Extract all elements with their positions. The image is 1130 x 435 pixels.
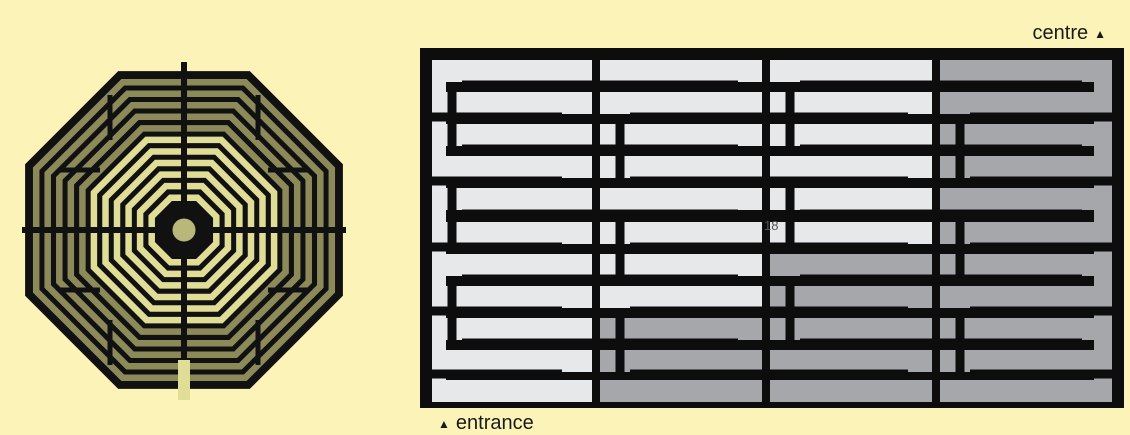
maze-path-strip [432,156,592,178]
maze-path-strip [432,254,592,276]
step-number-label: 18 [764,218,779,233]
maze-path-strip [432,350,592,372]
octagon-ring [79,125,289,335]
labyrinth-centre-disc [169,215,199,245]
maze-path-strip [940,380,1112,402]
maze-path-strip [600,124,768,146]
maze-path-strip [940,92,1112,114]
triangle-marker-icon: ▲ [1094,26,1106,41]
maze-paths [432,60,1112,402]
maze-path-strip [432,286,592,308]
maze-path-strip [770,350,938,372]
maze-path-strip [940,156,1112,178]
maze-path-strip [600,380,768,402]
octagon-ring [125,171,243,289]
maze-path-strip [940,188,1112,210]
maze-path-strip [770,124,938,146]
centre-text: centre [1032,22,1089,44]
maze-left-channel [432,60,446,402]
octagon-path-breaks [22,62,346,400]
entrance-label: ▲ entrance [432,412,534,435]
octagon-ring [90,136,278,324]
maze-path-strip [940,222,1112,244]
maze-inner-walls [432,56,1112,402]
octagon-ring [136,182,232,278]
maze-path-strip [432,380,592,402]
maze-path-strip [770,286,938,308]
maze-path-strip [770,222,938,244]
maze-path-strip [432,60,592,82]
octagon-ring [56,102,312,358]
maze-path-strip [600,254,768,276]
maze-path-strip [600,188,768,210]
maze-path-strip [770,92,938,114]
octagon-ring [148,194,220,266]
maze-path-strip [432,124,592,146]
maze-path-strip [770,380,938,402]
maze-path-strip [940,318,1112,340]
maze-path-strip [940,60,1112,82]
maze-path-strip [770,254,938,276]
maze-path-strip [600,286,768,308]
maze-path-strip [600,318,768,340]
maze-path-strip [770,318,938,340]
maze-path-strip [432,318,592,340]
centre-label: centre ▲ [1033,22,1112,45]
triangle-marker-icon: ▲ [438,416,450,431]
maze-path-strip [940,286,1112,308]
maze-path-strip [600,92,768,114]
maze-path-strip [432,92,592,114]
octagon-ring [67,113,301,347]
maze-path-strip [600,222,768,244]
maze-path-strip [600,60,768,82]
maze-path-strip [940,254,1112,276]
maze-path-strip [770,188,938,210]
maze-path-strip [940,350,1112,372]
octagon-ring [32,78,336,382]
entrance-text: entrance [455,412,534,434]
maze-path-strip [600,350,768,372]
maze-path-strip [940,124,1112,146]
maze-path-strip [432,222,592,244]
octagonal-labyrinth [22,62,346,400]
maze-path-strip [600,156,768,178]
maze-path-strip [770,60,938,82]
octagon-ring [102,148,266,312]
octagon-ring [44,90,324,370]
maze-right-channel [1094,60,1112,402]
maze-path-strip [770,156,938,178]
octagon-entrance-path [178,360,190,400]
octagon-ring [113,159,255,301]
maze-path-strip [432,188,592,210]
